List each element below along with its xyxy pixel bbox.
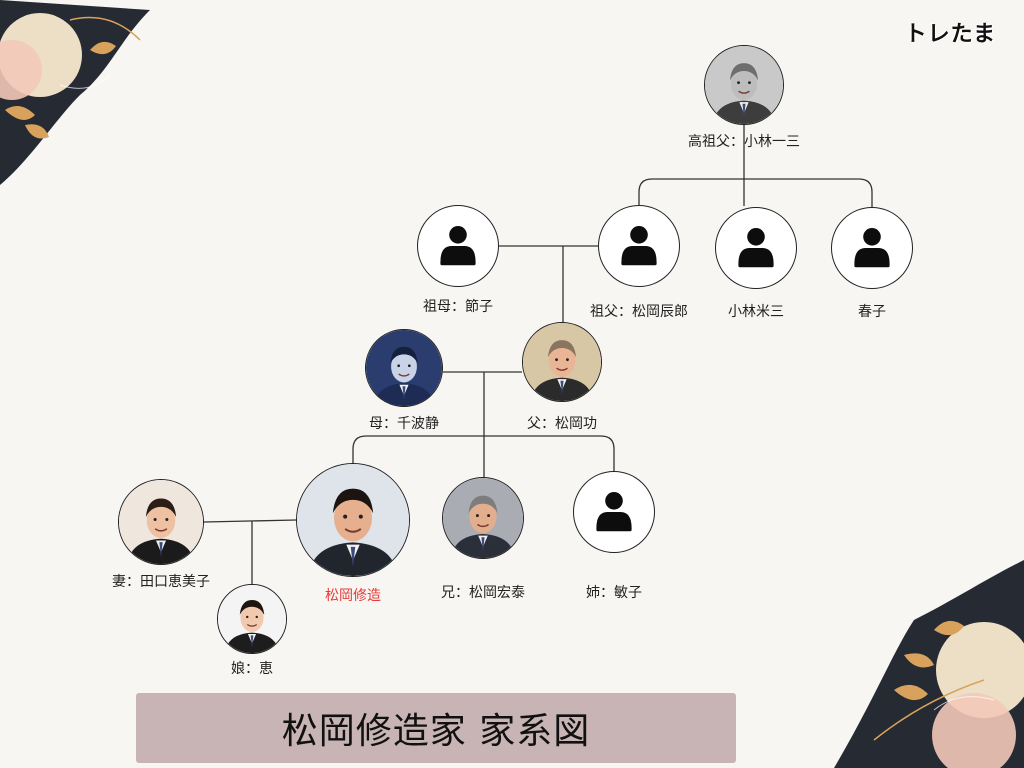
member-label-grandmother: 祖母：節子 bbox=[423, 299, 493, 315]
member-label-great-grandfather: 高祖父：小林一三 bbox=[688, 134, 800, 150]
member-label-wife: 妻：田口恵美子 bbox=[112, 574, 210, 590]
portrait-photo bbox=[705, 46, 783, 124]
member-node-brother bbox=[442, 477, 524, 559]
person-silhouette-icon bbox=[440, 226, 476, 266]
floral-decoration-bottom-right bbox=[834, 560, 1024, 768]
connector-line bbox=[638, 178, 873, 207]
member-label-mother: 母：千波静 bbox=[369, 416, 439, 432]
person-silhouette-icon bbox=[596, 492, 632, 532]
member-node-haruko bbox=[831, 207, 913, 289]
portrait-photo bbox=[366, 330, 442, 406]
member-node-wife bbox=[118, 479, 204, 565]
portrait-photo bbox=[297, 464, 409, 576]
member-node-grandmother bbox=[417, 205, 499, 287]
member-label-daughter: 娘：恵 bbox=[231, 661, 273, 677]
brand-logo: トレたま bbox=[904, 22, 996, 47]
member-label-sister: 姉：敏子 bbox=[586, 585, 642, 601]
member-label-yonezo: 小林米三 bbox=[728, 304, 784, 320]
member-node-great-grandfather bbox=[704, 45, 784, 125]
portrait-photo bbox=[443, 478, 523, 558]
member-node-daughter bbox=[217, 584, 287, 654]
page-title: 松岡修造家 家系図 bbox=[281, 711, 591, 752]
portrait-photo bbox=[218, 585, 286, 653]
member-node-father bbox=[522, 322, 602, 402]
member-label-father: 父：松岡功 bbox=[527, 416, 597, 432]
portrait-photo bbox=[523, 323, 601, 401]
member-node-mother bbox=[365, 329, 443, 407]
person-silhouette-icon bbox=[854, 228, 890, 268]
member-node-grandfather bbox=[598, 205, 680, 287]
member-label-grandfather: 祖父：松岡辰郎 bbox=[590, 304, 688, 320]
member-node-sister bbox=[573, 471, 655, 553]
floral-decoration-top-left bbox=[0, 0, 150, 185]
connector-line bbox=[203, 519, 297, 523]
member-label-shuzo: 松岡修造 bbox=[325, 588, 381, 604]
title-banner: 松岡修造家 家系図 bbox=[136, 693, 736, 763]
person-silhouette-icon bbox=[621, 226, 657, 266]
member-label-brother: 兄：松岡宏泰 bbox=[441, 585, 525, 601]
connector-line bbox=[352, 435, 615, 471]
member-node-yonezo bbox=[715, 207, 797, 289]
person-silhouette-icon bbox=[738, 228, 774, 268]
member-label-haruko: 春子 bbox=[858, 304, 886, 320]
member-node-shuzo bbox=[296, 463, 410, 577]
portrait-photo bbox=[119, 480, 203, 564]
